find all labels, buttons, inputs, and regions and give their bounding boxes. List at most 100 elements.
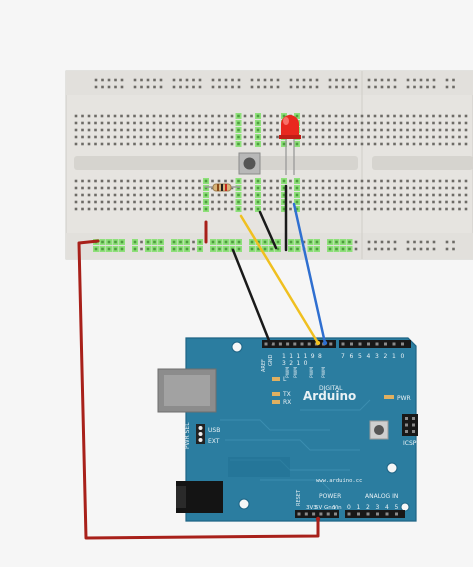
breadboard-hole (354, 179, 357, 183)
breadboard-hole (425, 128, 429, 132)
digital-pin-label: 7 (341, 353, 345, 360)
breadboard-hole (146, 247, 150, 251)
header-pin (341, 342, 345, 346)
breadboard-hole (458, 135, 461, 139)
breadboard-hole (269, 207, 273, 211)
breadboard-hole (198, 186, 201, 190)
breadboard-hole (230, 128, 234, 132)
breadboard-hole (308, 186, 312, 190)
analog-pin-label: 4 (385, 504, 389, 511)
breadboard-hole (425, 179, 429, 183)
gnd-label: GND (268, 354, 274, 366)
breadboard-hole (367, 135, 370, 139)
breadboard-hole (419, 207, 422, 211)
breadboard-hole (308, 135, 312, 139)
breadboard-hole (302, 240, 306, 244)
breadboard-hole (120, 207, 123, 211)
breadboard-hole (237, 200, 240, 204)
breadboard-hole (387, 240, 390, 244)
breadboard-hole (282, 142, 286, 146)
breadboard-hole (107, 121, 110, 125)
breadboard-hole (393, 207, 396, 211)
breadboard-hole (179, 85, 182, 89)
breadboard-hole (269, 128, 273, 132)
breadboard-hole (257, 85, 260, 89)
breadboard-hole (445, 200, 448, 204)
breadboard-hole (101, 85, 104, 89)
breadboard-hole (419, 247, 423, 251)
breadboard-hole (237, 186, 240, 190)
breadboard-hole (432, 200, 435, 204)
breadboard-hole (87, 193, 91, 197)
breadboard-hole (302, 114, 305, 118)
breadboard-hole (367, 193, 370, 197)
breadboard-hole (380, 128, 383, 132)
breadboard-hole (114, 78, 117, 82)
breadboard-hole (387, 85, 390, 89)
breadboard-hole (295, 193, 299, 197)
digital-header-low (339, 340, 411, 348)
breadboard-hole (302, 200, 305, 204)
breadboard-hole (406, 121, 409, 125)
breadboard-hole (87, 200, 91, 204)
wire-yellow-pin9 (239, 214, 320, 345)
breadboard-hole (87, 135, 91, 139)
breadboard-hole (107, 135, 110, 139)
breadboard-hole (159, 142, 162, 146)
breadboard-hole (276, 186, 279, 190)
breadboard-hole (87, 121, 91, 125)
header-pin (376, 512, 379, 516)
breadboard-hole (321, 128, 325, 132)
breadboard-hole (354, 186, 357, 190)
breadboard-hole (445, 128, 448, 132)
breadboard-hole (198, 207, 201, 211)
breadboard-hole (185, 85, 189, 89)
breadboard-hole (335, 78, 338, 82)
breadboard-hole (334, 193, 338, 197)
breadboard-hole (250, 247, 254, 251)
breadboard-hole (412, 142, 416, 146)
breadboard-hole (146, 114, 149, 118)
breadboard-hole (270, 247, 273, 251)
breadboard-hole (250, 78, 254, 82)
breadboard-hole (159, 247, 163, 251)
breadboard-hole (315, 114, 318, 118)
breadboard-hole (153, 85, 156, 89)
breadboard-hole (74, 207, 78, 211)
breadboard-hole (406, 114, 409, 118)
breadboard-hole (107, 114, 110, 118)
breadboard-hole (341, 142, 344, 146)
breadboard-hole (412, 135, 416, 139)
breadboard-hole (211, 200, 214, 204)
breadboard-hole (347, 128, 351, 132)
bottom-header-pins (297, 512, 398, 516)
breadboard-hole (296, 240, 299, 244)
breadboard-hole (360, 135, 364, 139)
breadboard-hole (107, 207, 110, 211)
breadboard-hole (380, 142, 383, 146)
breadboard-hole (373, 121, 377, 125)
breadboard-hole (406, 85, 410, 89)
digital-pin-label: 6 (350, 353, 354, 360)
breadboard-hole (204, 121, 208, 125)
power-pin-label: 5V (315, 505, 322, 511)
breadboard-hole (224, 142, 227, 146)
breadboard-hole (263, 186, 266, 190)
breadboard-hole (399, 200, 403, 204)
breadboard-hole (419, 193, 422, 197)
resistor-band (225, 184, 227, 191)
breadboard-hole (94, 142, 97, 146)
breadboard-hole (243, 186, 247, 190)
breadboard-hole (113, 128, 117, 132)
breadboard-hole (87, 207, 91, 211)
breadboard-hole (458, 128, 461, 132)
breadboard-hole (347, 179, 351, 183)
icsp-pin (412, 430, 415, 433)
analog-pin-label: 1 (357, 504, 361, 511)
breadboard-hole (399, 121, 403, 125)
breadboard-hole (256, 114, 260, 118)
breadboard-hole (211, 179, 214, 183)
breadboard-hole (315, 207, 318, 211)
breadboard-hole (250, 114, 253, 118)
breadboard-hole (256, 207, 260, 211)
